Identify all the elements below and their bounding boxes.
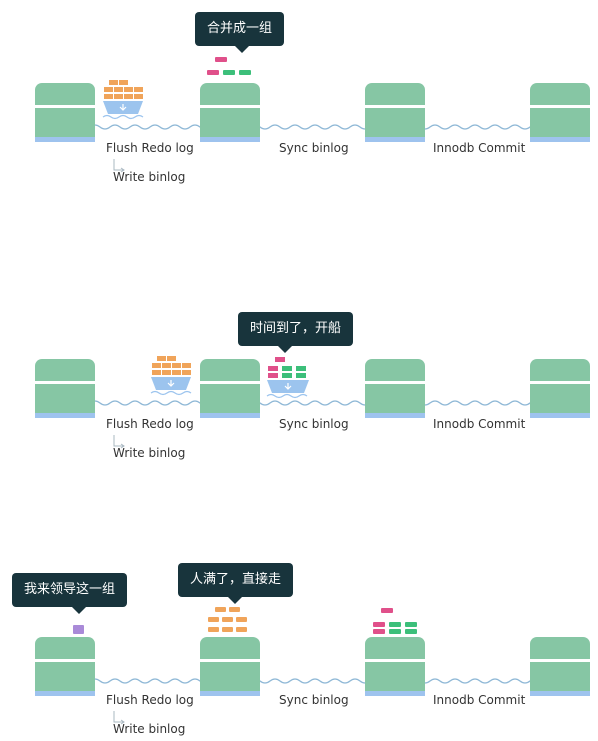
leader-box bbox=[73, 625, 84, 634]
island-stage-4 bbox=[530, 637, 590, 696]
cargo-group bbox=[206, 605, 256, 637]
label-sync-binlog: Sync binlog bbox=[279, 141, 349, 155]
speech-bubble: 我来领导这一组 bbox=[12, 573, 128, 614]
label-innodb-commit: Innodb Commit bbox=[433, 141, 526, 155]
island-stage-3 bbox=[365, 637, 425, 696]
label-flush-redo-log: Flush Redo log bbox=[106, 693, 194, 707]
label-innodb-commit: Innodb Commit bbox=[433, 417, 526, 431]
water-line bbox=[90, 122, 535, 132]
panel-1: 合并成一组 Flush Redo log Sync binlog Innodb … bbox=[0, 0, 598, 200]
sub-step-arrow-icon bbox=[112, 710, 126, 732]
ship-icon bbox=[101, 78, 145, 122]
island-stage-3 bbox=[365, 83, 425, 142]
island-stage-2 bbox=[200, 359, 260, 418]
bubble-text: 人满了，直接走 bbox=[190, 572, 282, 587]
label-flush-redo-log: Flush Redo log bbox=[106, 417, 194, 431]
speech-bubble: 人满了，直接走 bbox=[178, 563, 294, 604]
bubble-text: 合并成一组 bbox=[207, 21, 273, 36]
island-stage-1 bbox=[35, 359, 95, 418]
island-stage-1 bbox=[35, 637, 95, 696]
label-write-binlog: Write binlog bbox=[113, 722, 186, 736]
cargo-group bbox=[371, 606, 421, 637]
label-sync-binlog: Sync binlog bbox=[279, 693, 349, 707]
label-write-binlog: Write binlog bbox=[113, 446, 186, 460]
ship-icon bbox=[265, 356, 311, 400]
bubble-text: 我来领导这一组 bbox=[24, 582, 116, 597]
island-stage-1 bbox=[35, 83, 95, 142]
island-stage-4 bbox=[530, 83, 590, 142]
label-write-binlog: Write binlog bbox=[113, 170, 186, 184]
island-stage-2 bbox=[200, 637, 260, 696]
cargo-group bbox=[205, 55, 255, 83]
island-stage-4 bbox=[530, 359, 590, 418]
sub-step-arrow-icon bbox=[112, 158, 126, 180]
sub-step-arrow-icon bbox=[112, 434, 126, 456]
water-line bbox=[90, 676, 535, 686]
bubble-text: 时间到了，开船 bbox=[250, 321, 342, 336]
label-sync-binlog: Sync binlog bbox=[279, 417, 349, 431]
ship-icon bbox=[149, 354, 193, 398]
speech-bubble: 合并成一组 bbox=[195, 12, 285, 53]
water-line bbox=[90, 398, 535, 408]
label-innodb-commit: Innodb Commit bbox=[433, 693, 526, 707]
island-stage-3 bbox=[365, 359, 425, 418]
label-flush-redo-log: Flush Redo log bbox=[106, 141, 194, 155]
speech-bubble: 时间到了，开船 bbox=[238, 312, 354, 353]
island-stage-2 bbox=[200, 83, 260, 142]
